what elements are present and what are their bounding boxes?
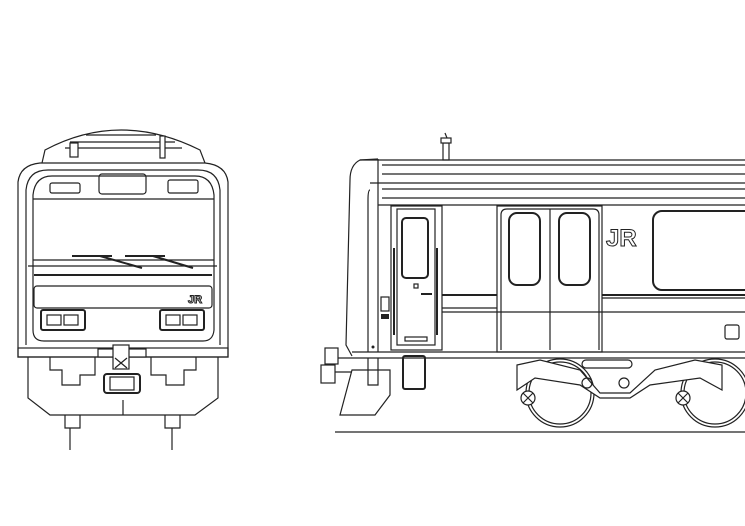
front-antenna: [159, 135, 166, 159]
wiper-icon: [72, 255, 194, 269]
front-header-band: [33, 285, 213, 309]
front-body-outline: [17, 162, 229, 358]
passenger-door: [496, 205, 603, 353]
side-nose: [345, 158, 379, 357]
bogie: [516, 358, 745, 428]
front-horn: [69, 142, 79, 158]
coupler: [97, 344, 147, 394]
headlight-left: [40, 309, 86, 331]
front-leg-left: [64, 415, 81, 450]
destination-window-center: [98, 173, 147, 195]
crew-door: [390, 205, 443, 351]
front-view: JR: [17, 129, 229, 450]
side-antenna: [442, 142, 450, 161]
front-leg-right: [164, 415, 181, 450]
side-coupler: [320, 347, 352, 384]
front-jr-logo: JR: [188, 294, 202, 306]
headlight-right: [159, 309, 205, 331]
side-window: [652, 210, 745, 291]
destination-window-right: [167, 179, 199, 194]
step: [402, 355, 426, 390]
side-jr-logo: JR: [606, 225, 637, 252]
front-roof: [41, 129, 206, 164]
destination-window-left: [49, 182, 81, 194]
side-view: JR: [320, 132, 745, 433]
